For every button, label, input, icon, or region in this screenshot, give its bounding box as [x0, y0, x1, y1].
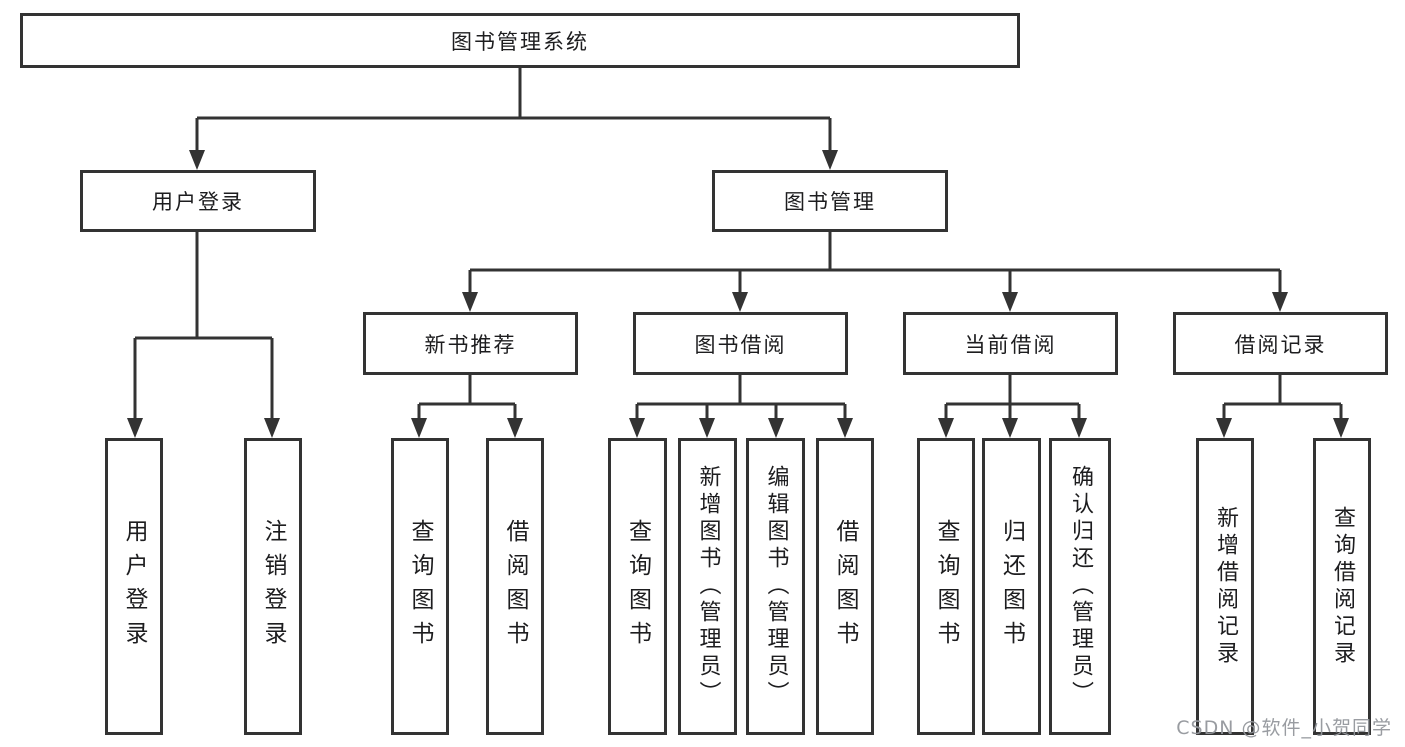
- node-library-management-system: 图书管理系统: [20, 13, 1020, 68]
- node-current-borrowing: 当前借阅: [903, 312, 1118, 375]
- node-label: 借阅图书: [502, 518, 528, 655]
- connector-current-borrowing-children: [944, 375, 1081, 420]
- leaf-edit-books-admin: 编辑图书（管理员）: [746, 438, 805, 735]
- leaf-return-books: 归还图书: [982, 438, 1041, 735]
- node-label: 新书推荐: [424, 332, 517, 357]
- leaf-borrow-books-recommend: 借阅图书: [486, 438, 544, 735]
- connector-borrowing-records-children: [1222, 375, 1343, 420]
- leaf-add-borrow-record: 新增借阅记录: [1196, 438, 1254, 735]
- node-label: 图书管理系统: [451, 29, 589, 54]
- leaf-query-books-recommend: 查询图书: [391, 438, 449, 735]
- leaf-query-books-borrowing: 查询图书: [608, 438, 667, 735]
- node-label: 归还图书: [998, 518, 1025, 655]
- watermark: CSDN @软件_小贺同学: [1176, 717, 1392, 739]
- node-book-borrowing: 图书借阅: [633, 312, 848, 375]
- node-label: 新增图书（管理员）: [695, 465, 721, 708]
- arrowheads: [127, 150, 1349, 438]
- leaf-borrow-books: 借阅图书: [816, 438, 874, 735]
- node-label: 注销登录: [260, 518, 286, 655]
- node-label: 新增借阅记录: [1213, 505, 1238, 668]
- node-label: 查询图书: [933, 518, 959, 655]
- node-label: 查询图书: [624, 518, 651, 655]
- node-label: 编辑图书（管理员）: [763, 465, 789, 708]
- node-label: 用户登录: [152, 190, 244, 214]
- node-label: 图书借阅: [694, 332, 787, 357]
- node-label: 查询借阅记录: [1330, 505, 1355, 668]
- node-user-login: 用户登录: [80, 170, 316, 232]
- leaf-user-login: 用户登录: [105, 438, 163, 735]
- node-label: 图书管理: [784, 190, 876, 214]
- node-label: 借阅图书: [832, 518, 858, 655]
- connector-user-login-children: [133, 232, 274, 420]
- node-label: 当前借阅: [964, 332, 1057, 357]
- leaf-logout: 注销登录: [244, 438, 302, 735]
- node-label: 借阅记录: [1234, 332, 1327, 357]
- node-label: 查询图书: [407, 518, 433, 655]
- node-label: 用户登录: [121, 518, 147, 655]
- connector-root-to-level1: [195, 68, 832, 152]
- leaf-query-books-current: 查询图书: [917, 438, 975, 735]
- leaf-query-borrow-record: 查询借阅记录: [1313, 438, 1371, 735]
- node-borrowing-records: 借阅记录: [1173, 312, 1388, 375]
- leaf-add-books-admin: 新增图书（管理员）: [678, 438, 737, 735]
- connector-book-borrowing-children: [635, 375, 847, 420]
- connector-book-management-children: [468, 232, 1282, 294]
- leaf-confirm-return-admin: 确认归还（管理员）: [1049, 438, 1111, 735]
- node-book-management: 图书管理: [712, 170, 948, 232]
- node-new-book-recommendation: 新书推荐: [363, 312, 578, 375]
- node-label: 确认归还（管理员）: [1068, 465, 1093, 708]
- connector-new-book-recommendation-children: [417, 375, 517, 420]
